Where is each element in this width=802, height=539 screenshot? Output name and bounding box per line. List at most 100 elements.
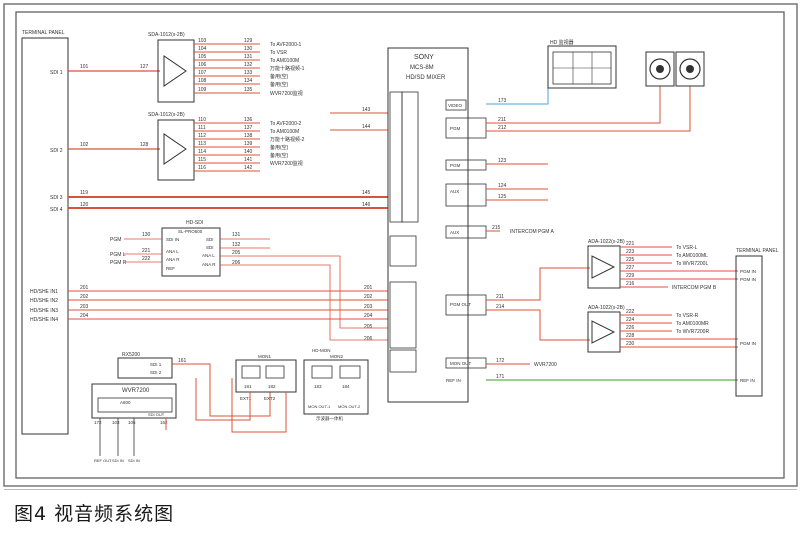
svg-text:125: 125 [498,194,507,200]
svg-text:141: 141 [244,157,253,163]
svg-text:135: 135 [244,87,253,93]
svg-text:PGM L: PGM L [110,252,126,258]
svg-text:136: 136 [244,117,253,123]
svg-text:AUX: AUX [450,189,459,194]
wvr-leads [99,418,135,456]
av-system-diagram: TERMINAL PANEL SDI 1 SDI 2 SDI 3 SDI 4 H… [3,3,798,490]
svg-text:To AM0100M: To AM0100M [270,129,299,135]
svg-text:To VSR-R: To VSR-R [676,313,699,319]
mon-caption: 示波器一体机 [316,415,343,422]
amp-rb-box [587,311,621,353]
converter-out-wires [220,238,388,341]
svg-text:SDI OUT: SDI OUT [148,412,165,417]
inner-frame [15,11,785,479]
svg-text:212: 212 [498,125,507,131]
wire-145-num: 145 [362,190,371,196]
svg-text:226: 226 [626,325,635,331]
wire-sdi4-num: 120 [80,202,89,208]
svg-text:109: 109 [198,87,207,93]
svg-text:PGM R: PGM R [110,260,127,266]
hd-input-wires [68,290,388,320]
svg-text:107: 107 [198,70,207,76]
svg-text:172: 172 [496,358,505,364]
converter-header: HD-SDI [186,220,203,226]
svg-text:139: 139 [244,141,253,147]
terminal-left-port-1: SDI 1 [50,70,63,76]
mixer-pgm-port [445,117,487,139]
wire-mon-b [231,378,287,433]
mixer-in-205: 205 [364,324,373,330]
svg-text:VIDEO: VIDEO [448,103,463,108]
wire-sdi2-num2: 128 [140,142,149,148]
mixer-ref-block [389,235,417,267]
svg-text:140: 140 [244,149,253,155]
mixer-video-port [445,99,467,111]
svg-text:REF OUT: REF OUT [94,458,112,463]
svg-text:183: 183 [314,384,322,389]
svg-text:171: 171 [496,374,505,380]
terminal-left-port-3: SDI 3 [50,195,63,201]
amp-rb-dests: To VSR-RTo AM0100MR To WVR7200R [676,313,709,335]
rx-row-2: SDI 2 [150,370,162,375]
aux-intercom-label: INTERCOM PGM A [510,229,555,235]
mixer-right-nums: 173 211 212 123 124 125 215 211 214 172 … [492,98,507,380]
svg-text:To AVF2000-1: To AVF2000-1 [270,42,302,48]
svg-text:130: 130 [142,232,151,238]
svg-text:227: 227 [626,265,635,271]
svg-text:To VSR-L: To VSR-L [676,245,698,251]
amp-rt-outputs [620,246,738,288]
mixer-aux-port [445,183,487,207]
wire-sdi3-num: 119 [80,190,88,196]
hd-input-3: HD/SHE IN3 [30,308,58,314]
mixer-brand: SONY [414,54,434,61]
svg-text:备用(空): 备用(空) [270,152,289,159]
amp-top-header: SDA-1012(x-2B) [148,32,185,38]
svg-text:ANA R: ANA R [202,262,216,267]
mon2-b [339,365,361,379]
svg-text:131: 131 [244,54,253,60]
svg-text:223: 223 [626,249,635,255]
terminal-right-title: TERMINAL PANEL [736,248,779,254]
hd-input-1: HD/SHE IN1 [30,289,58,295]
speaker-right [675,51,705,87]
amp-rb-triangle [591,320,616,344]
mon1-label: MON1 [258,354,271,359]
svg-text:AUX: AUX [450,230,459,235]
amp-rt-dests: To VSR-LTo AM0100ML To WVR7200LINTERCOM … [672,245,717,291]
mixer-model: MCS-8M [410,65,434,71]
mon2-a [311,365,333,379]
mixer-in-204: 204 [364,313,373,319]
svg-text:134: 134 [244,78,253,84]
svg-text:SDI IN: SDI IN [112,458,124,463]
wire-sdi2-num: 102 [80,142,89,148]
amp-mid-header: SDA-1012(x-2B) [148,112,185,118]
svg-text:181: 181 [244,384,252,389]
svg-text:PGM: PGM [450,126,461,131]
svg-text:130: 130 [244,46,253,52]
hd-wire-1-num: 201 [80,285,89,291]
amp-mid-box [157,119,195,181]
speaker-left [645,51,675,87]
amp-mid-dests: To AVF2000-2To AM0100M 万能十路视频-2备用(空) 备用(… [270,121,305,167]
svg-text:221: 221 [142,248,151,254]
converter-in-wires [124,238,162,263]
svg-text:184: 184 [342,384,350,389]
wvr-sub: A600 [120,400,131,405]
svg-text:138: 138 [244,133,253,139]
monitor-grid [553,52,611,84]
svg-text:229: 229 [626,273,635,279]
svg-text:103: 103 [198,38,207,44]
svg-text:PGM: PGM [110,237,121,243]
svg-text:备用(空): 备用(空) [270,144,289,151]
amp-mid-triangle [163,133,187,165]
mon2-label: MON2 [330,354,343,359]
rx-box-label: RX5200 [122,352,140,358]
svg-text:EXT2: EXT2 [264,396,276,401]
svg-text:106: 106 [198,62,207,68]
svg-text:112: 112 [198,133,206,139]
